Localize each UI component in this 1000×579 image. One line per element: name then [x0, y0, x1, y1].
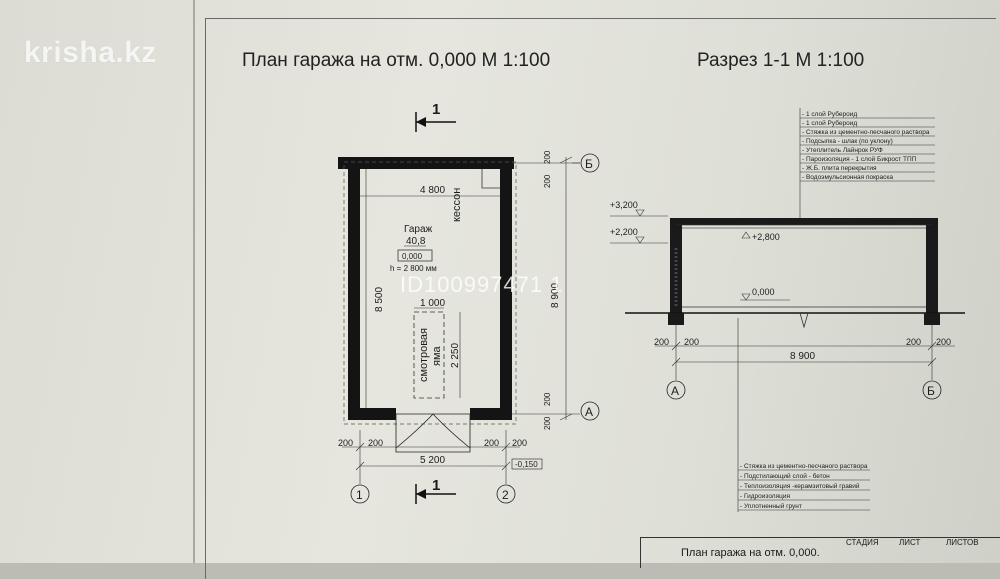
svg-text:+2,800: +2,800: [752, 232, 780, 242]
svg-text:+3,200: +3,200: [610, 200, 638, 210]
pit-label-line2: яма: [431, 345, 443, 366]
dim-section-200-l2: 200: [684, 337, 699, 347]
dim-right-200-bot2: 200: [543, 416, 552, 430]
floor-layer: - Стяжка из цементно-песчаного раствора: [740, 463, 868, 470]
svg-text:А: А: [671, 384, 679, 398]
dim-bottom-200-r1: 200: [484, 438, 499, 448]
title-block: План гаража на отм. 0,000. СТАДИЯ ЛИСТ Л…: [640, 537, 1000, 568]
caisson-label: кессон: [451, 188, 463, 222]
floor-layer: - Уплотненный грунт: [740, 502, 802, 510]
paper-fold: [193, 0, 195, 563]
svg-text:8 500: 8 500: [374, 287, 385, 312]
axis-b-plan: Б: [572, 153, 600, 173]
dim-inner-width: 4 800: [360, 185, 500, 197]
roof-layer: - Водоэмульсионная покраска: [802, 174, 893, 181]
svg-text:Б: Б: [927, 384, 935, 398]
level-2200: +2,200: [610, 227, 668, 244]
title-block-sheet: ЛИСТ: [899, 538, 921, 547]
dim-bottom-200-l2: 200: [368, 438, 383, 448]
title-block-name: План гаража на отм. 0,000.: [681, 547, 820, 559]
level-3200: +3,200: [610, 200, 668, 217]
room-level: 0,000: [402, 252, 423, 261]
level-2800: +2,800: [741, 231, 780, 242]
roof-layer: - 1 слой Рубероид: [802, 119, 857, 127]
pit-width-dim: 1 000: [420, 298, 445, 309]
floor-layers-legend: - Стяжка из цементно-песчаного раствора …: [737, 318, 870, 512]
room-height: h = 2 800 мм: [390, 264, 437, 273]
dim-right-value: 8 900: [550, 283, 561, 308]
section-structure: [625, 218, 965, 329]
axis-a-plan: А: [580, 401, 600, 421]
svg-text:Б: Б: [585, 157, 593, 171]
garage-walls: [338, 157, 514, 420]
room-info: Гараж 40,8 0,000 h = 2 800 мм: [390, 224, 437, 273]
section-mark-top: 1: [415, 101, 456, 132]
section-title: Разрез 1-1 М 1:100: [697, 50, 865, 71]
caisson: кессон: [451, 169, 500, 222]
axis-1-plan: 1: [350, 478, 370, 504]
title-block-stage: СТАДИЯ: [846, 538, 879, 547]
foundation-contour: [343, 161, 517, 425]
inspection-pit: смотровая яма 1 000 2 250: [413, 298, 461, 399]
roof-layer: - Подсыпка - шлак (по уклону): [802, 138, 893, 145]
svg-text:+2,200: +2,200: [610, 227, 638, 237]
svg-text:1: 1: [356, 488, 363, 502]
ad-id-watermark: ID100997471 1: [400, 272, 564, 297]
plan-title: План гаража на отм. 0,000 М 1:100: [242, 50, 551, 71]
dim-bottom-value: 5 200: [420, 455, 445, 466]
axis-b-section: Б: [922, 380, 942, 400]
svg-text:-0,150: -0,150: [515, 460, 538, 469]
roof-layer: - Ж.Б. плита перекрытия: [802, 165, 877, 172]
garage-gate: [395, 413, 471, 453]
pit-label-line1: смотровая: [418, 328, 430, 382]
svg-text:0,000: 0,000: [752, 287, 775, 297]
floor-layer: - Подстилающий слой - бетон: [740, 472, 830, 480]
section-mark-label-bottom: 1: [432, 477, 440, 494]
dim-right-200-bot: 200: [543, 392, 552, 406]
floor-layer: - Теплоизоляция -керамзитовый гравий: [740, 482, 860, 490]
dim-section-200-l1: 200: [654, 337, 669, 347]
roof-layer: - Стяжка из цементно-песчаного раствора: [802, 129, 930, 136]
section-mark-bottom: 1: [415, 477, 456, 504]
dim-section-span-value: 8 900: [790, 351, 815, 362]
title-block-sheets: ЛИСТОВ: [946, 538, 979, 547]
dim-outer-length: [512, 156, 580, 421]
room-area: 40,8: [406, 236, 426, 247]
dim-outer-width: [342, 430, 520, 478]
level-0000: 0,000: [740, 287, 790, 301]
svg-text:2: 2: [502, 488, 509, 502]
drawing-frame: [205, 18, 996, 579]
axis-2-plan: 2: [496, 478, 516, 504]
outside-level-mark: -0,150: [511, 458, 543, 470]
axis-a-section: А: [666, 380, 686, 400]
roof-layer: - 1 слой Рубероид: [802, 110, 857, 118]
dim-inner-length: 8 500: [365, 169, 385, 408]
roof-layer: - Утеплитель Лайнрок РУФ: [802, 146, 883, 154]
dim-section-200-r1: 200: [906, 337, 921, 347]
site-watermark: krisha.kz: [24, 36, 157, 69]
dim-section-span: [655, 325, 955, 380]
pit-length-dim: 2 250: [450, 343, 461, 368]
svg-text:4 800: 4 800: [420, 185, 445, 196]
dim-right-200-top: 200: [543, 174, 552, 188]
dim-bottom-200-l1: 200: [338, 438, 353, 448]
floor-layer: - Гидроизоляция: [740, 493, 790, 500]
dim-right-200-top2: 200: [543, 150, 552, 164]
drawing-canvas: 1 1 кессон смотровая яма 1 000 2 250: [338, 101, 965, 512]
dim-section-200-r2: 200: [936, 337, 951, 347]
dim-bottom-200-r2: 200: [512, 438, 527, 448]
svg-text:А: А: [585, 405, 593, 419]
roof-layers-legend: - 1 слой Рубероид - 1 слой Рубероид - Ст…: [799, 108, 935, 218]
section-mark-label-top: 1: [432, 101, 440, 118]
roof-layer: - Пароизоляция - 1 слой Бикрост ТПП: [802, 155, 917, 163]
room-name: Гараж: [404, 224, 433, 235]
